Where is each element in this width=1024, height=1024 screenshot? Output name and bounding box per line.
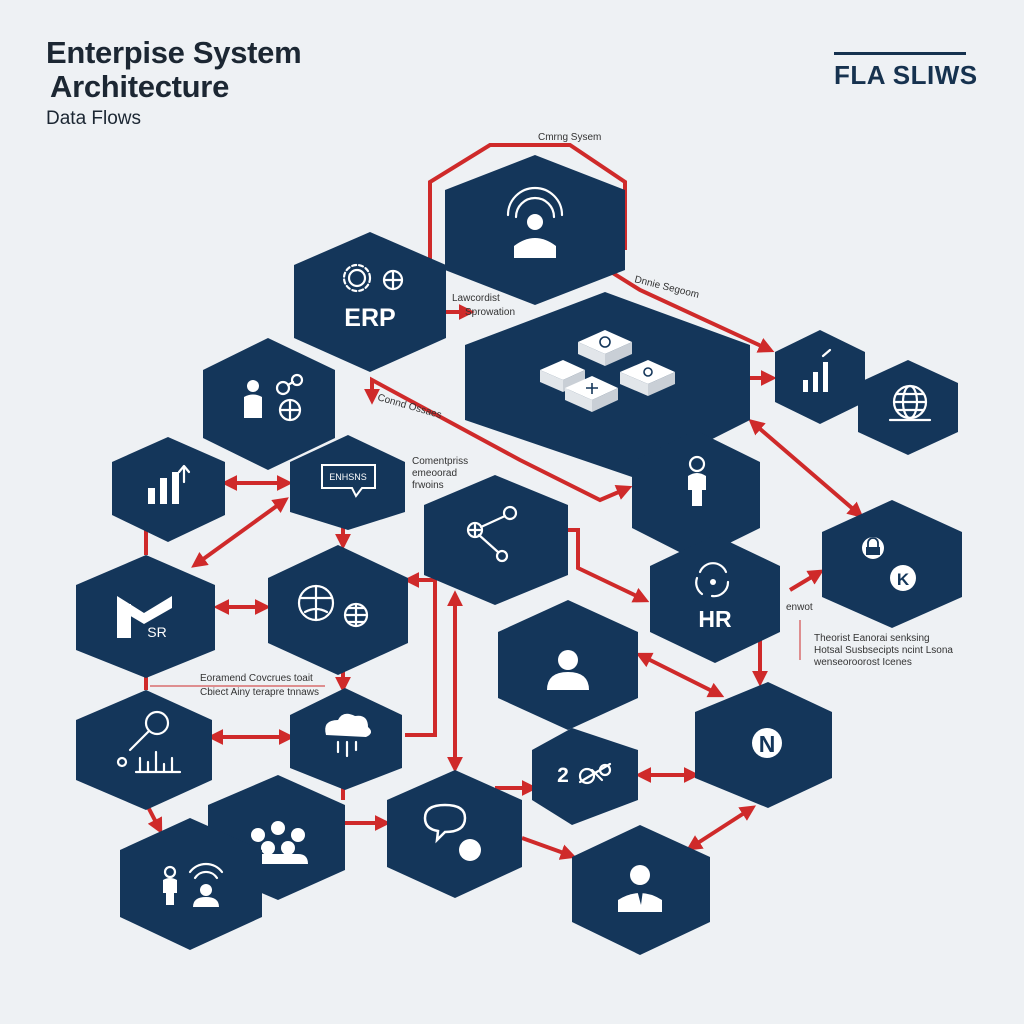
shield-globe-icon bbox=[297, 584, 369, 628]
node-search[interactable] bbox=[76, 690, 212, 810]
node-globe-right[interactable] bbox=[858, 360, 958, 455]
node-person-wifi[interactable] bbox=[120, 818, 262, 950]
connector-globe-right bbox=[403, 572, 437, 737]
page-title: Enterpise System Architecture bbox=[46, 35, 302, 104]
node-badge[interactable]: ENHSNS bbox=[290, 435, 405, 530]
node-user[interactable] bbox=[498, 600, 638, 730]
annotation-right-1: Theorist Eanorai senksing bbox=[814, 633, 930, 644]
annotation-mid-1: Comentpriss bbox=[412, 456, 468, 467]
annotation-lower-left: Connd Ossaes bbox=[376, 392, 443, 421]
chat-bubble-icon bbox=[321, 464, 376, 498]
node-globe-mid[interactable] bbox=[268, 545, 408, 675]
connector-chat-tie bbox=[521, 836, 577, 860]
annotation-left-2: Cbiect Ainy terapre tnnaws bbox=[200, 687, 319, 698]
person-broadcast-icon bbox=[506, 186, 564, 258]
annotation-mid-2: emeoorad bbox=[412, 468, 457, 479]
people-network-icon bbox=[244, 373, 304, 422]
connector-tie-n bbox=[685, 805, 757, 851]
node-person-tie[interactable] bbox=[572, 825, 710, 955]
team-icon bbox=[248, 821, 308, 864]
n-badge bbox=[752, 728, 782, 758]
page-subtitle: Data Flows bbox=[46, 108, 142, 129]
annotation-right-2: Hotsal Susbsecipts ncint Lsona bbox=[814, 645, 953, 656]
annotation-left-1: Eoramend Covcrues toait bbox=[200, 673, 313, 684]
node-chat[interactable] bbox=[387, 770, 522, 898]
search-gear-icon bbox=[116, 710, 182, 774]
server-blocks-icon bbox=[540, 330, 675, 412]
connector-network-hr bbox=[568, 528, 650, 603]
network-nodes-icon bbox=[466, 505, 518, 563]
node-n[interactable]: N bbox=[695, 682, 832, 808]
node-k[interactable]: K bbox=[822, 500, 962, 628]
annotation-erp-side-2: Sprowation bbox=[465, 307, 515, 318]
gear-globe-icon bbox=[342, 263, 404, 293]
two-label: 2 bbox=[557, 764, 569, 787]
connector-k-platform bbox=[748, 418, 864, 519]
n-label: N bbox=[759, 731, 776, 757]
brand-rule bbox=[834, 52, 966, 55]
bar-chart-icon bbox=[803, 348, 832, 392]
node-network[interactable] bbox=[424, 475, 568, 605]
person-wifi-icon bbox=[163, 862, 224, 907]
node-hr[interactable]: HR bbox=[650, 535, 780, 663]
node-erp[interactable]: ERP bbox=[294, 232, 446, 372]
node-person-mid[interactable] bbox=[632, 430, 760, 560]
badge-label: ENHSNS bbox=[329, 472, 367, 482]
cloud-icon bbox=[325, 713, 372, 758]
annotation-diag: Dnnie Segoom bbox=[633, 274, 700, 301]
connector-diag-left bbox=[191, 497, 289, 568]
erp-label: ERP bbox=[344, 304, 395, 332]
bar-chart-icon bbox=[148, 464, 191, 504]
title-line-1: Enterpise System bbox=[46, 35, 302, 70]
annotation-right-small: enwot bbox=[786, 602, 813, 613]
chat-icon bbox=[423, 803, 481, 861]
node-top-broadcast[interactable] bbox=[445, 155, 625, 305]
brand-label: FLA SLIWS bbox=[834, 60, 978, 90]
node-cloud[interactable] bbox=[290, 688, 402, 790]
node-people-network[interactable] bbox=[203, 338, 335, 470]
bike-icon bbox=[578, 762, 612, 785]
title-line-2: Architecture bbox=[50, 69, 230, 104]
sr-label: SR bbox=[147, 624, 166, 640]
node-bar-left[interactable] bbox=[112, 437, 225, 542]
k-label: K bbox=[897, 570, 910, 589]
connector-user-n bbox=[635, 652, 725, 698]
user-icon bbox=[547, 650, 589, 690]
person-tie-icon bbox=[618, 865, 662, 912]
hr-label: HR bbox=[698, 606, 732, 632]
annotation-erp-side-1: Lawcordist bbox=[452, 293, 500, 304]
map-icon bbox=[117, 596, 172, 638]
node-sr[interactable]: SR bbox=[76, 555, 215, 678]
node-bike[interactable]: 2 bbox=[532, 728, 638, 825]
connector-hr-k bbox=[788, 569, 825, 592]
annotation-right-3: wenseoroorost Icenes bbox=[813, 657, 912, 668]
annotation-mid-3: frwoins bbox=[412, 480, 444, 491]
annotation-top: Cmrng Sysem bbox=[538, 132, 601, 143]
person-icon bbox=[688, 455, 706, 506]
node-platform[interactable] bbox=[465, 292, 750, 478]
globe-icon bbox=[888, 384, 932, 422]
node-chart-right[interactable] bbox=[775, 330, 865, 424]
lock-icon bbox=[862, 537, 916, 591]
cycle-arrows-icon bbox=[695, 562, 730, 598]
